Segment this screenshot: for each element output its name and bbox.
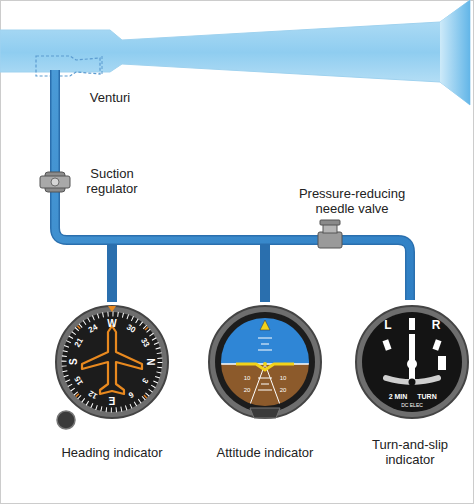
suction-regulator xyxy=(40,172,70,192)
pitch-mark: 10 xyxy=(240,375,254,382)
pitch-mark: 20 xyxy=(240,387,254,394)
part-label: Venturi xyxy=(70,91,150,106)
dial-text: 2 MIN xyxy=(383,393,413,401)
pitch-mark: 10 xyxy=(276,375,290,382)
compass-mark: W xyxy=(102,318,122,330)
part-label: Pressure-reducing needle valve xyxy=(287,187,417,217)
instrument-label: Attitude indicator xyxy=(210,446,320,461)
pitch-mark: 20 xyxy=(276,387,290,394)
dial-text: DC ELEC xyxy=(392,403,432,409)
dial-letter: R xyxy=(428,319,444,333)
attitude-indicator-face xyxy=(209,306,321,418)
turn-and-slip-face xyxy=(356,306,468,418)
needle-valve xyxy=(318,220,342,248)
heading-indicator-face xyxy=(44,294,180,430)
part-label: Suction regulator xyxy=(72,167,152,197)
instrument-label: Heading indicator xyxy=(57,446,167,461)
instrument-label: Turn-and-slip indicator xyxy=(355,438,465,468)
dial-text: TURN xyxy=(414,393,440,401)
compass-mark: S xyxy=(68,352,80,372)
dial-letter: L xyxy=(380,319,396,333)
compass-mark: N xyxy=(144,352,156,372)
compass-mark: E xyxy=(102,394,122,406)
